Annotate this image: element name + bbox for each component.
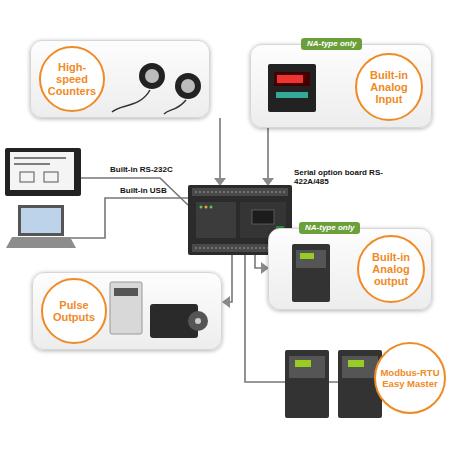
callout-ring: Pulse Outputs (41, 278, 107, 344)
callout-text: Built-in Analog output (359, 251, 423, 287)
callout-panel: NA-type onlyBuilt-in Analog output (268, 228, 432, 310)
inverter-panel (289, 356, 325, 378)
callout-panel: High-speed Counters (30, 40, 210, 118)
callout-ring: Built-in Analog output (357, 235, 425, 303)
hmi-lines (14, 158, 66, 164)
inverter-display (348, 360, 364, 367)
callout-text: Built-in Analog Input (357, 69, 421, 105)
plc-panel (196, 202, 236, 238)
badge-text: NA-type only (305, 223, 354, 232)
callout-circle: Modbus-RTU Easy Master (374, 342, 446, 414)
callout-panel: Pulse Outputs (32, 272, 222, 350)
wire (219, 118, 221, 180)
type-badge: NA-type only (299, 222, 360, 234)
laptop-base (6, 237, 76, 248)
badge-text: NA-type only (307, 39, 356, 48)
hmi-screen (10, 152, 74, 190)
laptop-illustration (6, 205, 76, 248)
arrow-head (222, 296, 230, 308)
wire (267, 128, 269, 180)
wire (255, 255, 262, 268)
option-port (252, 210, 274, 224)
callout-text: Modbus-RTU Easy Master (376, 367, 444, 389)
laptop-screen (21, 208, 61, 233)
arrow-head (262, 178, 274, 186)
inverter-body (285, 350, 329, 418)
hmi-frame (5, 148, 81, 196)
inverter-display (295, 360, 311, 367)
annotation-label: Built-in USB (120, 186, 190, 195)
callout-text: Pulse Outputs (43, 299, 105, 323)
wire (70, 198, 188, 238)
annotation-label: Built-in RS-232C (110, 165, 200, 174)
inverter-panel (342, 356, 378, 378)
hmi-button (20, 172, 34, 182)
callout-text: High-speed Counters (41, 61, 103, 97)
wire (228, 255, 232, 302)
annotation-label: Serial option board RS-422A/485 (294, 168, 406, 186)
callout-panel: NA-type onlyBuilt-in Analog Input (250, 44, 432, 128)
hmi-button (44, 172, 58, 182)
type-badge: NA-type only (301, 38, 362, 50)
arrow-head (214, 178, 226, 186)
led (200, 206, 203, 209)
callout-ring: Built-in Analog Input (355, 53, 423, 121)
led (210, 206, 213, 209)
led (205, 206, 208, 209)
inverter-pair (285, 350, 382, 418)
laptop-lid (18, 205, 64, 236)
callout-ring: High-speed Counters (39, 46, 105, 112)
hmi-illustration (5, 148, 81, 196)
